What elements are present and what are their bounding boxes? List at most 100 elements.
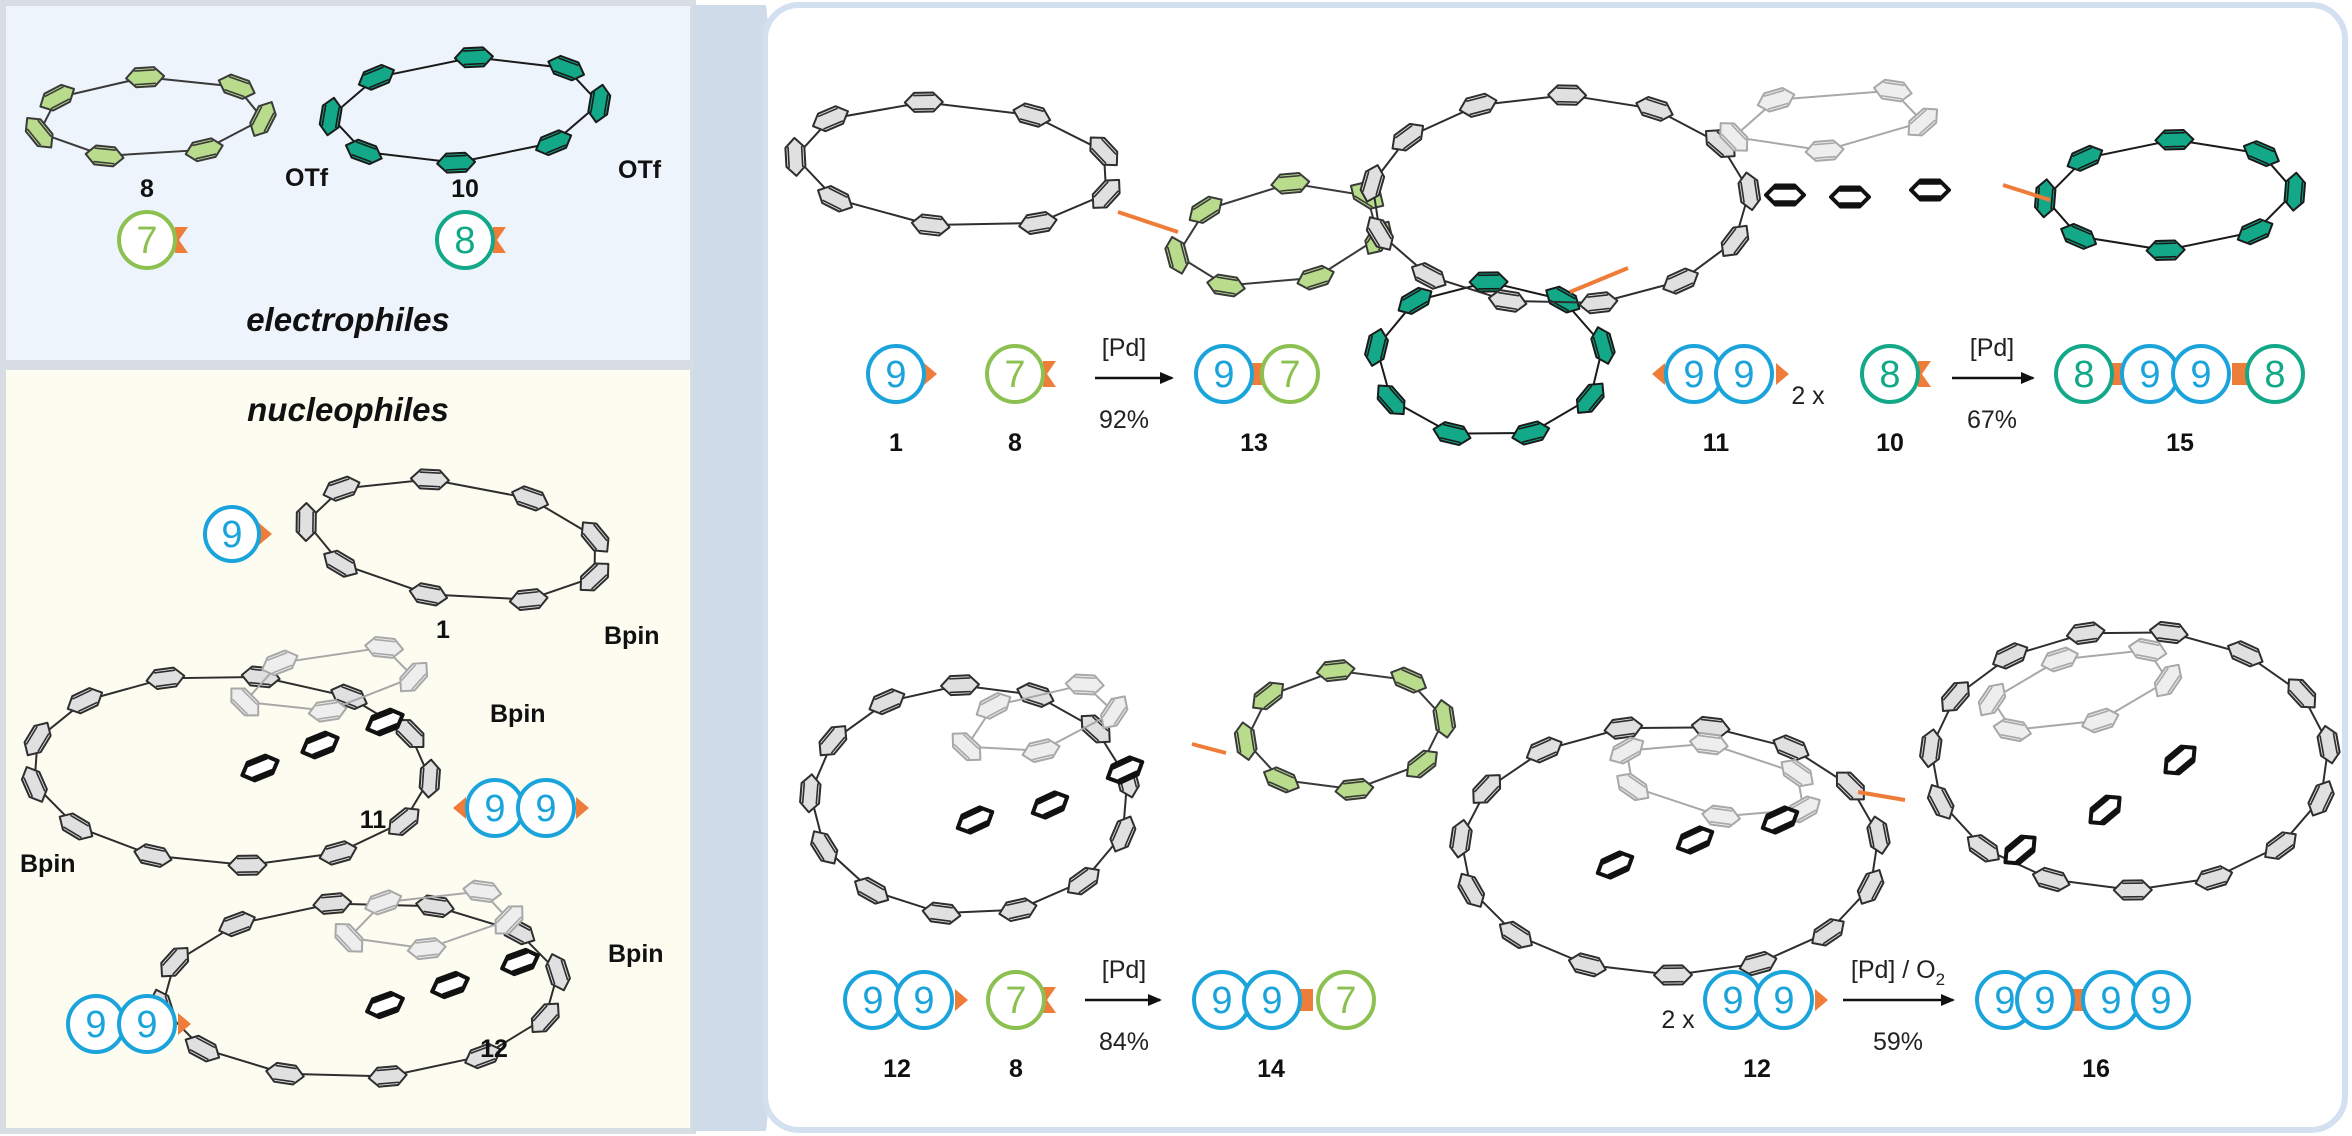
phenylene-ring xyxy=(436,151,477,174)
phenylene-ring xyxy=(1829,185,1871,209)
r1-reactant-a-symbol: 9 xyxy=(866,344,926,404)
phenylene-ring xyxy=(812,105,849,133)
phenylene-ring xyxy=(998,897,1038,923)
phenylene-ring xyxy=(295,502,317,542)
phenylene-ring xyxy=(1992,717,2032,743)
electrophile-flag xyxy=(1918,361,1931,387)
phenylene-ring xyxy=(2153,663,2183,698)
phenylene-ring xyxy=(2128,637,2168,663)
compound-10-label: 10 xyxy=(451,175,479,203)
svg-text:9: 9 xyxy=(1733,354,1754,396)
phenylene-ring xyxy=(784,136,807,177)
phenylene-ring xyxy=(1873,78,1913,103)
phenylene-ring xyxy=(1545,285,1581,314)
phenylene-ring xyxy=(334,922,364,953)
electrophile-flag xyxy=(175,227,188,253)
phenylene-ring xyxy=(1603,716,1644,740)
phenylene-ring xyxy=(453,46,494,69)
phenylene-ring xyxy=(2031,866,2071,893)
phenylene-ring xyxy=(1919,728,1943,769)
svg-text:9: 9 xyxy=(1773,980,1794,1022)
r1-reactant-b-label: 8 xyxy=(1008,429,1022,457)
phenylene-ring xyxy=(145,666,186,690)
r4-product-label: 16 xyxy=(2082,1055,2110,1083)
r4-reactant-a-label: 12 xyxy=(1743,1055,1771,1083)
phenylene-ring xyxy=(430,970,470,1000)
svg-text:9: 9 xyxy=(1722,980,1743,1022)
r4-catalyst-sub: 2 xyxy=(1936,970,1945,989)
r2-product-label: 15 xyxy=(2166,429,2194,457)
phenylene-ring xyxy=(810,830,839,865)
phenylene-ring xyxy=(500,947,540,977)
svg-text:7: 7 xyxy=(136,220,157,262)
phenylene-ring xyxy=(300,730,340,760)
phenylene-ring xyxy=(508,588,549,612)
phenylene-ring xyxy=(2081,707,2120,734)
phenylene-ring xyxy=(344,138,383,166)
r2-product-ring-4: 8 xyxy=(2245,344,2305,404)
phenylene-ring xyxy=(1511,420,1551,446)
r4-yield: 59% xyxy=(1873,1028,1923,1056)
phenylene-ring xyxy=(587,83,612,124)
nucleophile-flag xyxy=(453,797,466,819)
phenylene-ring xyxy=(494,905,524,935)
reaction-arrows xyxy=(1085,372,2035,1006)
phenylene-ring xyxy=(1547,84,1588,106)
ring-symbol-12b: 9 xyxy=(117,994,177,1054)
r2-product-ring-1: 8 xyxy=(2054,344,2114,404)
nucleophile-flag xyxy=(178,1013,191,1035)
phenylene-ring xyxy=(1066,866,1100,896)
nucleophiles-title: nucleophiles xyxy=(247,391,449,428)
phenylene-ring xyxy=(464,1042,502,1070)
phenylene-ring xyxy=(2264,831,2297,860)
compound-12-bpin: Bpin xyxy=(608,940,664,968)
phenylene-ring xyxy=(2307,780,2335,817)
r4-product-ring-4: 9 xyxy=(2131,970,2191,1030)
new-cc-bond xyxy=(1857,790,1906,802)
new-cc-bond xyxy=(1191,742,1227,755)
phenylene-ring xyxy=(818,725,848,757)
phenylene-ring xyxy=(1233,721,1258,761)
phenylene-ring xyxy=(265,1061,305,1086)
svg-text:8: 8 xyxy=(1879,354,1900,396)
phenylene-ring xyxy=(1365,216,1394,251)
r3-product-ring-3: 7 xyxy=(1316,970,1376,1030)
nucleophile-flag xyxy=(576,797,589,819)
phenylene-ring xyxy=(20,766,48,803)
compound-1-bpin: Bpin xyxy=(604,622,660,650)
r4-product-ring-3: 9 xyxy=(2081,970,2141,1030)
phenylene-ring xyxy=(406,937,447,961)
phenylene-ring xyxy=(160,947,190,978)
phenylene-ring xyxy=(1738,950,1778,977)
phenylene-ring xyxy=(418,758,441,799)
phenylene-ring xyxy=(1966,834,2000,863)
phenylene-ring xyxy=(921,901,962,925)
phenylene-ring xyxy=(1364,327,1389,367)
nucleophile-flag xyxy=(924,363,937,385)
phenylene-ring xyxy=(2194,865,2234,891)
phenylene-ring xyxy=(125,66,166,89)
phenylene-ring xyxy=(1021,738,1061,764)
phenylene-ring xyxy=(955,805,995,835)
phenylene-ring xyxy=(462,879,503,904)
phenylene-ring xyxy=(1760,805,1800,835)
r3-catalyst: [Pd] xyxy=(1102,956,1146,984)
svg-text:8: 8 xyxy=(454,220,475,262)
phenylene-ring xyxy=(1525,736,1563,764)
phenylene-ring xyxy=(261,649,299,677)
phenylene-ring xyxy=(2242,140,2280,168)
phenylene-ring xyxy=(1701,804,1741,828)
r4-reactant-a-ring-a: 9 xyxy=(1703,970,1763,1030)
reactions-panel xyxy=(762,2,2348,1133)
phenylene-ring xyxy=(1432,699,1457,739)
phenylene-ring xyxy=(1926,784,1955,820)
molecule-drawings xyxy=(20,46,2341,1088)
phenylene-ring xyxy=(1458,92,1498,118)
phenylene-ring xyxy=(312,892,353,915)
phenylene-ring xyxy=(1016,682,1055,708)
svg-text:9: 9 xyxy=(2190,354,2211,396)
phenylene-ring xyxy=(23,721,52,757)
phenylene-ring xyxy=(415,894,455,919)
phenylene-ring xyxy=(1487,289,1528,313)
